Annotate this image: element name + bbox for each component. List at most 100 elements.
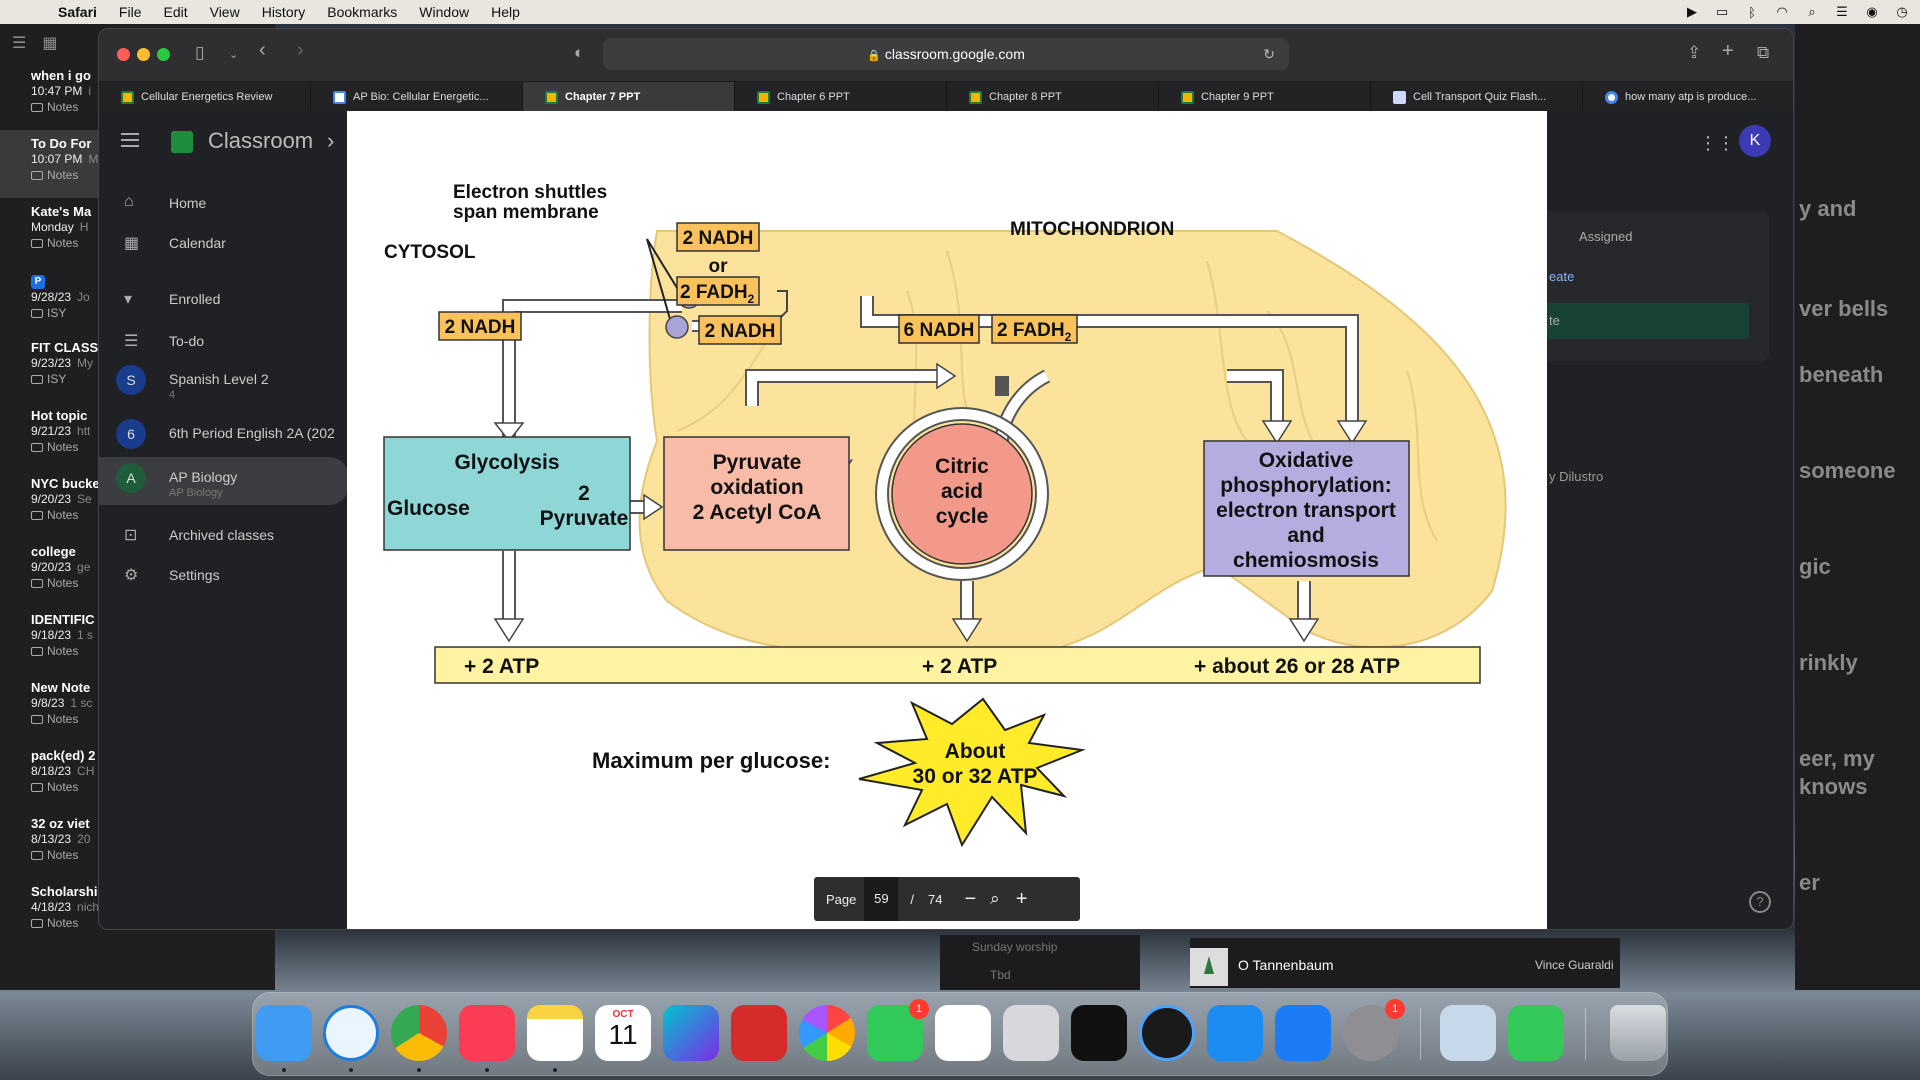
forward-icon[interactable]: › xyxy=(297,39,304,61)
wifi-icon[interactable]: ◠ xyxy=(1776,4,1788,19)
finder-icon[interactable] xyxy=(256,1005,312,1061)
music-icon[interactable] xyxy=(459,1005,515,1061)
reminders-icon[interactable] xyxy=(935,1005,991,1061)
zoom-icon[interactable]: ⌕ xyxy=(990,889,1000,908)
privacy-shield-icon[interactable]: ◐ xyxy=(574,43,585,62)
calendar-icon[interactable]: OCT 11 xyxy=(595,1005,651,1061)
quicktime-icon[interactable] xyxy=(1139,1005,1195,1061)
browser-tab[interactable]: AP Bio: Cellular Energetic... xyxy=(311,82,523,112)
new-tab-icon[interactable]: + xyxy=(1722,40,1734,62)
menu-bookmarks[interactable]: Bookmarks xyxy=(327,4,398,20)
canva-icon[interactable] xyxy=(663,1005,719,1061)
nav-sublabel: AP Biology xyxy=(169,487,223,499)
photos-icon[interactable] xyxy=(799,1005,855,1061)
trash-icon[interactable] xyxy=(1610,1005,1666,1061)
nav-item[interactable]: ⊡Archived classes xyxy=(99,515,349,555)
list-view-icon[interactable]: ☰ xyxy=(12,35,27,52)
account-avatar[interactable]: K xyxy=(1739,125,1771,157)
nav-item[interactable]: ▾Enrolled xyxy=(99,279,349,319)
preview-icon[interactable] xyxy=(1440,1005,1496,1061)
nav-item[interactable]: ▦Calendar xyxy=(99,223,349,263)
nav-item[interactable]: ☰To-do xyxy=(99,321,349,361)
menu-edit[interactable]: Edit xyxy=(163,4,188,20)
reload-icon[interactable]: ↻ xyxy=(1263,46,1275,62)
share-icon[interactable]: ⇪ xyxy=(1687,43,1702,62)
photo-booth-icon[interactable] xyxy=(731,1005,787,1061)
messages-icon[interactable] xyxy=(1508,1005,1564,1061)
clock-icon[interactable]: ◷ xyxy=(1896,4,1908,19)
fullscreen-window-button[interactable] xyxy=(157,48,170,61)
browser-tab[interactable]: Chapter 7 PPT xyxy=(523,82,735,112)
chevron-down-icon[interactable]: ⌄ xyxy=(229,49,239,61)
nav-item[interactable]: ⚙Settings xyxy=(99,555,349,595)
note-preview: M xyxy=(88,152,99,166)
hamburger-menu-icon[interactable] xyxy=(121,133,139,147)
nav-item[interactable]: ⌂Home xyxy=(99,183,349,223)
system-settings-icon[interactable]: 1 xyxy=(1343,999,1405,1061)
sidebar-toggle-icon[interactable]: ▯ xyxy=(195,43,205,62)
join-button[interactable]: te xyxy=(1519,303,1749,339)
browser-tab[interactable]: Chapter 9 PPT xyxy=(1159,82,1371,112)
zoom-in-icon[interactable]: + xyxy=(1015,887,1028,910)
menu-window[interactable]: Window xyxy=(419,4,470,20)
assigned-label: Assigned xyxy=(1579,229,1633,244)
menu-help[interactable]: Help xyxy=(491,4,520,20)
browser-tab[interactable]: Cell Transport Quiz Flash... xyxy=(1371,82,1583,112)
chrome-icon[interactable] xyxy=(391,1005,447,1061)
bluetooth-icon[interactable]: ᛒ xyxy=(1748,4,1756,20)
back-icon[interactable]: ‹ xyxy=(259,39,266,61)
tab-overview-icon[interactable]: ⧉ xyxy=(1757,43,1770,62)
apple-tv-icon[interactable] xyxy=(1071,1005,1127,1061)
classroom-title[interactable]: Classroom xyxy=(208,128,314,153)
siri-icon[interactable]: ◉ xyxy=(1866,4,1878,19)
browser-tab[interactable]: Cellular Energetics Review xyxy=(99,82,311,112)
notes-icon[interactable] xyxy=(527,1005,583,1061)
keyboard-status-icon[interactable]: ▭ xyxy=(1715,4,1729,19)
browser-tab[interactable]: Chapter 6 PPT xyxy=(735,82,947,112)
slide-viewer[interactable]: Electron shuttles span membrane CYTOSOL … xyxy=(347,111,1547,929)
zoom-out-icon[interactable]: − xyxy=(964,887,977,910)
tab-label: Cellular Energetics Review xyxy=(141,91,273,103)
nadh-left-box xyxy=(438,311,522,341)
keynote-icon[interactable] xyxy=(1207,1005,1263,1061)
facetime-icon[interactable]: 1 xyxy=(867,999,929,1061)
menu-app-safari[interactable]: Safari xyxy=(58,4,97,20)
launchpad-icon[interactable] xyxy=(1003,1005,1059,1061)
browser-tab[interactable]: Chapter 8 PPT xyxy=(947,82,1159,112)
arrow-heads xyxy=(469,362,1368,643)
nadh-top-label: 2 NADH xyxy=(683,228,754,249)
control-center-icon[interactable]: ☰ xyxy=(1836,4,1848,19)
menu-file[interactable]: File xyxy=(118,4,142,20)
app-store-icon[interactable] xyxy=(1275,1005,1331,1061)
browser-tab[interactable]: how many atp is produce... xyxy=(1583,82,1793,112)
menu-view[interactable]: View xyxy=(209,4,240,20)
page-total: 74 xyxy=(928,891,943,907)
spotlight-search-icon[interactable]: ⌕ xyxy=(1808,4,1816,19)
create-link[interactable]: eate xyxy=(1549,269,1575,284)
menu-history[interactable]: History xyxy=(261,4,306,20)
address-bar[interactable]: 🔒classroom.google.com ↻ xyxy=(603,38,1289,70)
safari-icon[interactable] xyxy=(323,1005,379,1061)
play-status-icon[interactable]: ▶ xyxy=(1687,4,1697,19)
page-number-input[interactable]: 59 xyxy=(864,877,899,921)
help-icon[interactable]: ? xyxy=(1749,891,1771,913)
music-song-row[interactable]: O Tannenbaum Vince Guaraldi xyxy=(1190,938,1620,988)
close-window-button[interactable] xyxy=(117,48,130,61)
gallery-view-icon[interactable]: ▦ xyxy=(42,35,58,52)
google-apps-icon[interactable]: ⋮⋮ xyxy=(1699,133,1735,153)
minimize-window-button[interactable] xyxy=(137,48,150,61)
